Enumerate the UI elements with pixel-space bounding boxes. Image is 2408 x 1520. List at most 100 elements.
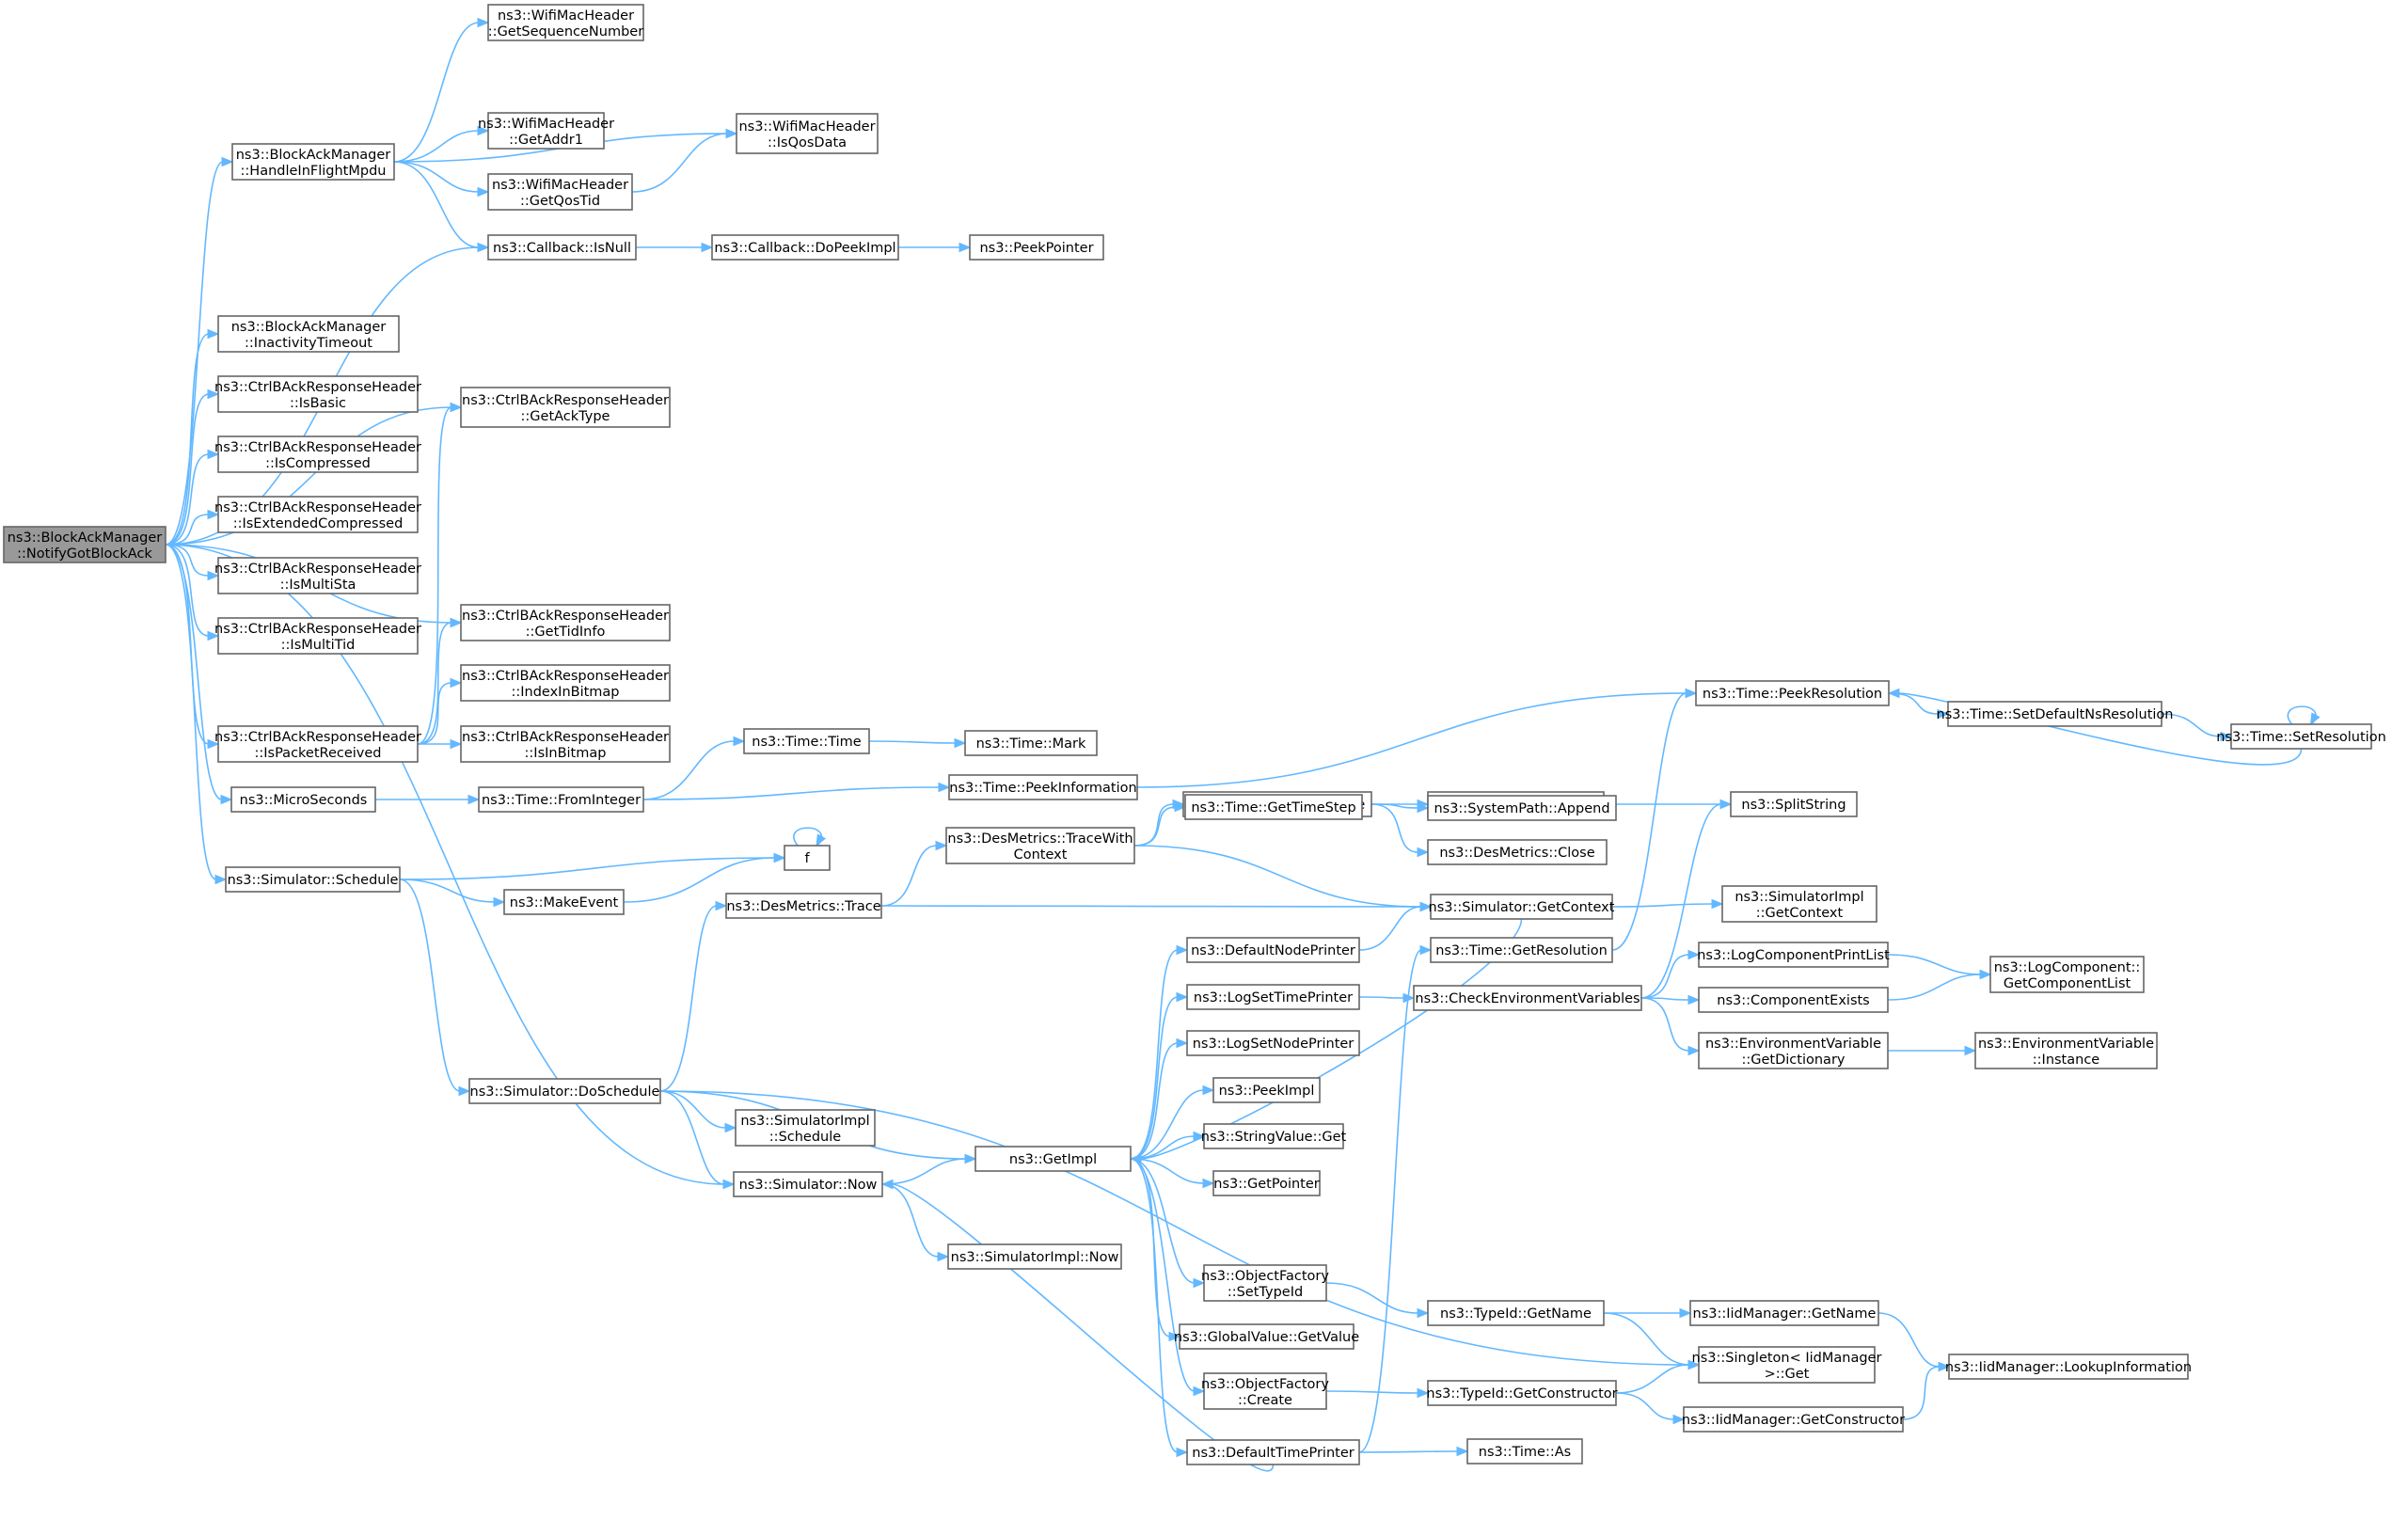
node-box xyxy=(487,112,605,150)
edge-arrowhead xyxy=(221,156,234,167)
edge-line xyxy=(1358,949,1422,1453)
node-DesClose[interactable]: ns3::DesMetrics::Close xyxy=(1427,839,1608,865)
node-CallbackIsNull[interactable]: ns3::Callback::IsNull xyxy=(487,234,637,261)
edge-arrowhead xyxy=(1176,1447,1189,1458)
node-box xyxy=(3,526,166,563)
node-GetComponentList[interactable]: ns3::LogComponent::GetComponentList xyxy=(1989,956,2145,993)
node-PeekResolution[interactable]: ns3::Time::PeekResolution xyxy=(1695,680,1890,706)
node-DefaultNodePrinter[interactable]: ns3::DefaultNodePrinter xyxy=(1186,937,1360,963)
edge-arrowhead xyxy=(477,186,490,198)
edge-SystemPathSplit-SplitString xyxy=(1604,799,1733,810)
node-GetAckType[interactable]: ns3::CtrlBAckResponseHeader::GetAckType xyxy=(460,387,671,428)
node-SystemPathAppend[interactable]: ns3::SystemPath::Append xyxy=(1427,795,1617,821)
node-PeekInformation[interactable]: ns3::Time::PeekInformation xyxy=(948,774,1138,800)
edge-line xyxy=(642,786,941,800)
node-GetQosTid[interactable]: ns3::WifiMacHeader::GetQosTid xyxy=(487,173,633,211)
edge-GetImpl-GetPointer xyxy=(1130,1158,1215,1189)
node-box xyxy=(1427,795,1617,821)
node-TimeAs[interactable]: ns3::Time::As xyxy=(1466,1438,1583,1465)
node-box xyxy=(948,774,1138,800)
edge-arrowhead xyxy=(207,328,220,340)
edge-arrowhead xyxy=(1202,1178,1215,1189)
node-LogSetTimePrinter[interactable]: ns3::LogSetTimePrinter xyxy=(1186,984,1360,1010)
node-ImplSchedule[interactable]: ns3::SimulatorImpl::Schedule xyxy=(735,1109,876,1147)
node-IsPacketReceived[interactable]: ns3::CtrlBAckResponseHeader::IsPacketRec… xyxy=(214,725,421,763)
node-TimeMark[interactable]: ns3::Time::Mark xyxy=(964,730,1098,756)
node-LookupInformation[interactable]: ns3::IidManager::LookupInformation xyxy=(1945,1354,2192,1380)
node-label: ns3::Time::SetDefaultNsResolution xyxy=(1937,707,2174,722)
call-edges xyxy=(165,17,2321,1472)
node-ImplNow[interactable]: ns3::SimulatorImpl::Now xyxy=(947,1243,1122,1270)
node-DoPeekImpl[interactable]: ns3::Callback::DoPeekImpl xyxy=(711,234,899,261)
node-GetTidInfo[interactable]: ns3::CtrlBAckResponseHeader::GetTidInfo xyxy=(460,604,671,641)
node-LogSetNodePrinter[interactable]: ns3::LogSetNodePrinter xyxy=(1186,1030,1360,1056)
edge-TimeTime-TimeMark xyxy=(868,737,967,749)
node-SetResolution[interactable]: ns3::Time::SetResolution xyxy=(2216,723,2386,750)
node-ComponentExists[interactable]: ns3::ComponentExists xyxy=(1698,987,1889,1013)
node-MicroSeconds[interactable]: ns3::MicroSeconds xyxy=(230,786,376,813)
node-StringValueGet[interactable]: ns3::StringValue::Get xyxy=(1201,1123,1347,1149)
node-SplitString[interactable]: ns3::SplitString xyxy=(1730,791,1858,817)
node-IsBasic[interactable]: ns3::CtrlBAckResponseHeader::IsBasic xyxy=(214,375,421,413)
node-IidGetName[interactable]: ns3::IidManager::GetName xyxy=(1689,1300,1879,1326)
node-NotifyGotBlockAck[interactable]: ns3::BlockAckManager::NotifyGotBlockAck xyxy=(3,526,166,563)
node-label: ns3::EnvironmentVariable xyxy=(1978,1037,2154,1052)
node-FactoryCreate[interactable]: ns3::ObjectFactory::Create xyxy=(1201,1372,1329,1410)
edge-line xyxy=(417,682,452,745)
node-DefaultTimePrinter[interactable]: ns3::DefaultTimePrinter xyxy=(1186,1439,1360,1465)
edge-IsPacketReceived-GetTidInfo xyxy=(417,617,463,745)
node-GlobalGetValue[interactable]: ns3::GlobalValue::GetValue xyxy=(1174,1323,1359,1350)
node-SingletonGet[interactable]: ns3::Singleton< IidManager >::Get xyxy=(1692,1346,1882,1384)
node-IsMultiSta[interactable]: ns3::CtrlBAckResponseHeader::IsMultiSta xyxy=(214,557,421,594)
node-TypeIdGetConstructor[interactable]: ns3::TypeId::GetConstructor xyxy=(1426,1380,1618,1406)
node-PeekPointer[interactable]: ns3::PeekPointer xyxy=(969,234,1104,261)
node-IidGetConstructor[interactable]: ns3::IidManager::GetConstructor xyxy=(1682,1406,1905,1433)
node-GetSequenceNumber[interactable]: ns3::WifiMacHeader::GetSequenceNumber xyxy=(487,4,644,41)
edge-TraceWithContext-SimGetContext xyxy=(1133,845,1433,912)
node-IndexInBitmap[interactable]: ns3::CtrlBAckResponseHeader::IndexInBitm… xyxy=(460,664,671,702)
node-IsCompressed[interactable]: ns3::CtrlBAckResponseHeader::IsCompresse… xyxy=(214,435,421,473)
edge-CheckEnvVars-EnvGetDictionary xyxy=(1640,997,1701,1056)
node-GetAddr1[interactable]: ns3::WifiMacHeader::GetAddr1 xyxy=(478,112,614,150)
node-InactivityTimeout[interactable]: ns3::BlockAckManager::InactivityTimeout xyxy=(217,315,400,353)
node-EnvGetDictionary[interactable]: ns3::EnvironmentVariable::GetDictionary xyxy=(1698,1032,1889,1069)
node-GetResolution[interactable]: ns3::Time::GetResolution xyxy=(1430,937,1613,963)
node-PeekImpl[interactable]: ns3::PeekImpl xyxy=(1212,1077,1321,1103)
node-SimNow[interactable]: ns3::Simulator::Now xyxy=(733,1171,883,1197)
edge-line xyxy=(1603,1312,1690,1366)
node-IsQosData[interactable]: ns3::WifiMacHeader::IsQosData xyxy=(736,113,879,154)
node-SetDefaultNsResolution[interactable]: ns3::Time::SetDefaultNsResolution xyxy=(1937,701,2174,727)
node-DesTrace[interactable]: ns3::DesMetrics::Trace xyxy=(725,893,882,919)
edge-DesInitialize-SystemPathAppend xyxy=(1370,802,1430,814)
edge-line xyxy=(393,22,480,163)
node-TimeTime[interactable]: ns3::Time::Time xyxy=(743,728,870,754)
edge-GetImpl-StringValueGet xyxy=(1130,1131,1206,1160)
node-SimSchedule[interactable]: ns3::Simulator::Schedule xyxy=(225,866,401,893)
edge-NotifyGotBlockAck-InactivityTimeout xyxy=(165,328,220,546)
edge-arrowhead xyxy=(1964,1045,1977,1056)
node-GetPointer[interactable]: ns3::GetPointer xyxy=(1212,1170,1321,1196)
node-GetImpl[interactable]: ns3::GetImpl xyxy=(974,1146,1132,1172)
node-ImplGetContext[interactable]: ns3::SimulatorImpl::GetContext xyxy=(1721,885,1877,923)
node-LogComponentPrintList[interactable]: ns3::LogComponentPrintList xyxy=(1697,942,1890,968)
node-HandleInFlightMpdu[interactable]: ns3::BlockAckManager::HandleInFlightMpdu xyxy=(231,143,395,181)
node-EnvInstance[interactable]: ns3::EnvironmentVariable::Instance xyxy=(1974,1032,2158,1069)
node-SetTypeId[interactable]: ns3::ObjectFactory::SetTypeId xyxy=(1201,1264,1329,1302)
node-GetTimeStep[interactable]: ns3::Time::GetTimeStep xyxy=(1184,794,1363,820)
edge-IsPacketReceived-IndexInBitmap xyxy=(417,677,463,745)
node-MakeEvent[interactable]: ns3::MakeEvent xyxy=(503,889,625,915)
node-IsExtendedCompressed[interactable]: ns3::CtrlBAckResponseHeader::IsExtendedC… xyxy=(214,496,421,533)
node-IsMultiTid[interactable]: ns3::CtrlBAckResponseHeader::IsMultiTid xyxy=(214,617,421,655)
node-IsInBitmap[interactable]: ns3::CtrlBAckResponseHeader::IsInBitmap xyxy=(460,725,671,763)
node-TypeIdGetName[interactable]: ns3::TypeId::GetName xyxy=(1427,1300,1605,1326)
node-FromInteger[interactable]: ns3::Time::FromInteger xyxy=(478,786,644,813)
node-DoSchedule[interactable]: ns3::Simulator::DoSchedule xyxy=(468,1078,661,1104)
node-f[interactable]: f xyxy=(784,845,831,871)
node-SimGetContext[interactable]: ns3::Simulator::GetContext xyxy=(1429,894,1615,920)
node-box xyxy=(969,234,1104,261)
node-box xyxy=(2230,723,2372,750)
node-label: ns3::Time::Mark xyxy=(976,736,1086,752)
edge-arrowhead xyxy=(1672,1414,1686,1425)
node-CheckEnvVars[interactable]: ns3::CheckEnvironmentVariables xyxy=(1413,985,1642,1011)
